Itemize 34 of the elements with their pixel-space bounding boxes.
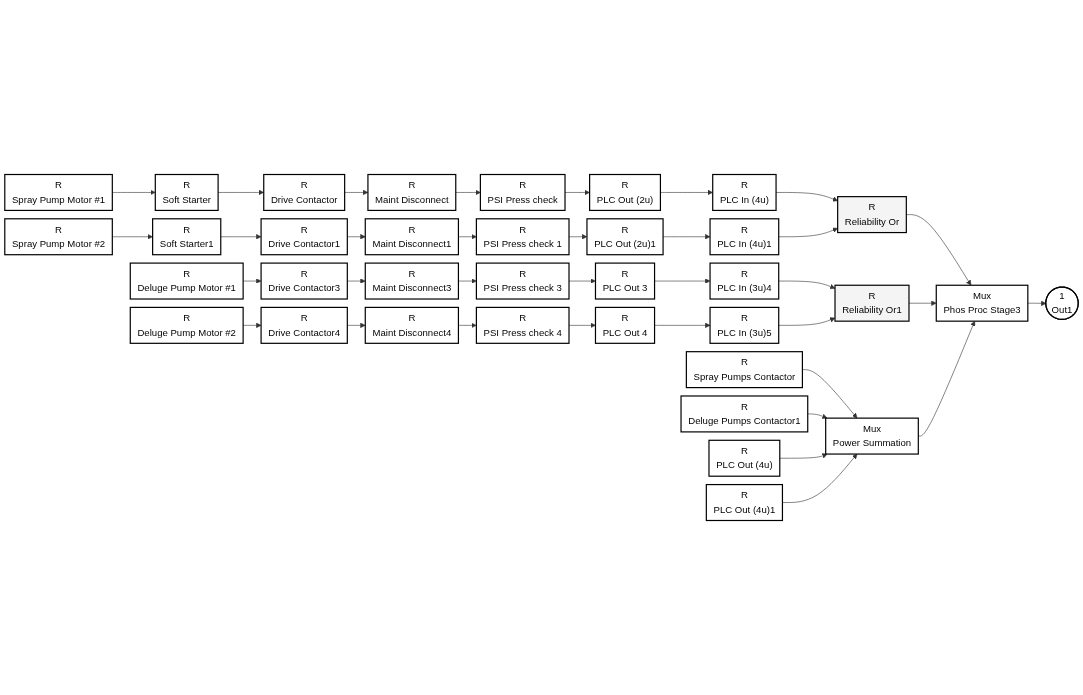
node-box: R Maint Disconnect3 [364,262,460,300]
node-box: R PLC Out (2u)1 [586,218,664,256]
node-box: R Reliability Or [837,196,907,234]
node-box: Mux Phos Proc Stage3 [935,284,1029,322]
node-box: R Drive Contactor [263,173,346,211]
node-box: R Spray Pump Motor #2 [4,218,113,256]
node-box: R Spray Pump Motor #1 [4,173,113,211]
node-box: R PLC Out 4 [594,306,656,344]
node-box: R PLC Out (4u) [708,439,781,477]
node-box: R PLC Out 3 [594,262,656,300]
node-box: R PLC In (3u)5 [709,306,780,344]
node-box: R Spray Pumps Contactor [685,351,803,389]
node-box: R PSI Press check 4 [475,306,570,344]
node-box: R Deluge Pump Motor #1 [129,262,244,300]
node-box: R Maint Disconnect [367,173,457,211]
node-box: R PLC Out (4u)1 [705,483,784,522]
node-box: R PSI Press check 1 [475,218,570,256]
node-box: R Soft Starter [154,173,219,211]
node-box: R PLC Out (2u) [589,173,661,211]
node-box: R PLC In (4u)1 [709,218,780,256]
node-box: R Deluge Pump Motor #2 [129,306,244,344]
node-box: R Reliability Or1 [834,284,910,322]
node-box: R Drive Contactor3 [260,262,348,300]
node-box: R PLC In (4u) [712,173,777,211]
node-box: R Maint Disconnect4 [364,306,460,344]
node-box: R Maint Disconnect1 [364,218,460,256]
node-box: R Soft Starter1 [152,218,222,256]
node-box: R Drive Contactor4 [260,306,348,344]
node-box: R Drive Contactor1 [260,218,348,256]
node-box: R PSI Press check [479,173,566,211]
node-box: Mux Power Summation [825,417,919,455]
node-box: R Deluge Pumps Contactor1 [680,395,809,433]
node-box: R PSI Press check 3 [475,262,570,300]
node-box: R PLC In (3u)4 [709,262,780,300]
